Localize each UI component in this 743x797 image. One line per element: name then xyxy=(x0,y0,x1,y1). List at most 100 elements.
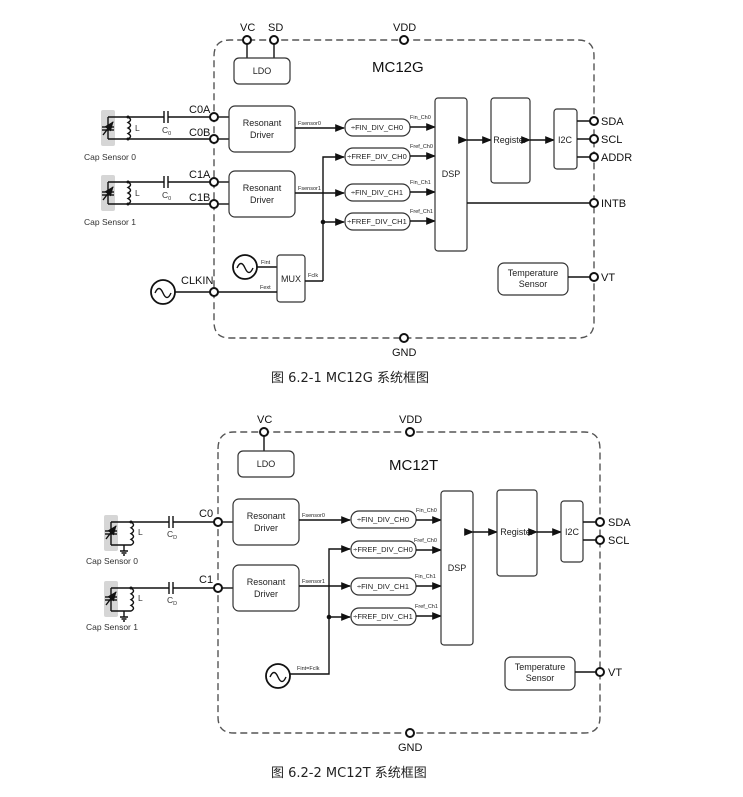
pin-label-addr: ADDR xyxy=(601,152,632,164)
svg-text:Fin_Ch1: Fin_Ch1 xyxy=(415,574,436,580)
pin-clkin xyxy=(209,287,219,297)
svg-text:÷FREF_DIV_CH0: ÷FREF_DIV_CH0 xyxy=(353,545,413,554)
sensor-label: Cap Sensor 0 xyxy=(84,152,136,162)
svg-text:Resonant: Resonant xyxy=(247,511,286,521)
svg-text:÷FIN_DIV_CH1: ÷FIN_DIV_CH1 xyxy=(357,582,409,591)
svg-text:Sensor: Sensor xyxy=(519,279,548,289)
sensor-label: Cap Sensor 0 xyxy=(86,556,138,566)
pin-label-c0b: C0B xyxy=(189,127,210,139)
pin-label-c1a: C1A xyxy=(189,169,211,181)
pin-label-scl: SCL xyxy=(608,535,629,547)
pin-intb xyxy=(589,198,599,208)
pin-sda xyxy=(595,517,605,527)
chip-boundary xyxy=(217,431,601,734)
pin-label-sda: SDA xyxy=(608,517,631,529)
divider-blocks: ÷FIN_DIV_CH0 ÷FREF_DIV_CH0 ÷FIN_DIV_CH1 … xyxy=(350,510,417,626)
svg-text:Driver: Driver xyxy=(250,130,274,140)
pin-gnd xyxy=(399,333,409,343)
svg-text:Register: Register xyxy=(500,527,534,537)
ground-icon xyxy=(120,545,128,556)
svg-text:DSP: DSP xyxy=(448,563,467,573)
pin-label-vt: VT xyxy=(608,667,622,679)
svg-text:CD: CD xyxy=(167,595,177,607)
inductor-icon xyxy=(126,181,132,205)
svg-text:Sensor: Sensor xyxy=(526,673,555,683)
svg-text:Register: Register xyxy=(493,135,527,145)
pin-scl xyxy=(589,134,599,144)
svg-text:Driver: Driver xyxy=(250,195,274,205)
svg-text:÷FIN_DIV_CH0: ÷FIN_DIV_CH0 xyxy=(357,515,409,524)
pin-label-c1: C1 xyxy=(199,574,213,586)
pin-label-vdd: VDD xyxy=(399,414,422,426)
svg-text:Fref_Ch0: Fref_Ch0 xyxy=(414,538,437,544)
svg-text:Driver: Driver xyxy=(254,523,278,533)
resonant-driver-1 xyxy=(228,170,296,218)
sensor-label: Cap Sensor 1 xyxy=(84,217,136,227)
external-oscillator xyxy=(150,279,176,305)
svg-text:MUX: MUX xyxy=(281,274,301,284)
i2c-block xyxy=(560,500,584,563)
svg-text:Fext: Fext xyxy=(260,285,271,291)
svg-text:L: L xyxy=(138,527,143,537)
svg-text:Temperature: Temperature xyxy=(508,268,559,278)
svg-text:Fclk: Fclk xyxy=(308,273,318,279)
svg-text:Fsensor1: Fsensor1 xyxy=(298,186,321,192)
pin-label-gnd: GND xyxy=(398,742,423,754)
pin-label-vt: VT xyxy=(601,272,615,284)
temperature-sensor-block xyxy=(497,262,569,296)
cap-sensor-1: L C0 Cap Sensor 1 xyxy=(84,175,214,227)
pin-c1a xyxy=(209,177,219,187)
temperature-sensor-block xyxy=(504,656,576,691)
pin-c0 xyxy=(213,517,223,527)
pin-label-sda: SDA xyxy=(601,116,624,128)
cap-sensor-0: L C0 Cap Sensor 0 xyxy=(84,110,214,162)
cap-sensor-1: L CD Cap Sensor 1 xyxy=(86,581,218,632)
svg-text:I2C: I2C xyxy=(565,527,580,537)
svg-text:C0: C0 xyxy=(162,190,171,202)
ldo-block xyxy=(233,57,291,85)
figure-caption: 图 6.2-1 MC12G 系统框图 xyxy=(271,371,429,386)
svg-text:Resonant: Resonant xyxy=(243,118,282,128)
svg-text:L: L xyxy=(135,188,140,198)
svg-text:Fsensor0: Fsensor0 xyxy=(302,513,325,519)
pin-label-clkin: CLKIN xyxy=(181,275,213,287)
svg-text:LDO: LDO xyxy=(257,459,276,469)
svg-text:DSP: DSP xyxy=(442,169,461,179)
svg-text:Fin_Ch0: Fin_Ch0 xyxy=(410,115,431,121)
svg-text:Fref_Ch1: Fref_Ch1 xyxy=(415,604,438,610)
divider-blocks: ÷FIN_DIV_CH0 ÷FREF_DIV_CH0 ÷FIN_DIV_CH1 … xyxy=(344,118,411,231)
pin-label-vdd: VDD xyxy=(393,22,416,34)
internal-oscillator xyxy=(232,254,258,280)
resonant-driver-0 xyxy=(228,105,296,153)
figure-caption: 图 6.2-2 MC12T 系统框图 xyxy=(271,766,427,781)
svg-text:÷FREF_DIV_CH0: ÷FREF_DIV_CH0 xyxy=(347,152,407,161)
svg-text:Resonant: Resonant xyxy=(247,577,286,587)
pin-label-sd: SD xyxy=(268,22,283,34)
svg-text:Fint=Fclk: Fint=Fclk xyxy=(297,666,320,672)
svg-text:Fref_Ch1: Fref_Ch1 xyxy=(410,209,433,215)
pin-vdd xyxy=(399,35,409,45)
svg-text:Fsensor1: Fsensor1 xyxy=(302,579,325,585)
svg-text:÷FIN_DIV_CH1: ÷FIN_DIV_CH1 xyxy=(351,188,403,197)
svg-text:Fint: Fint xyxy=(261,260,271,266)
pin-sd xyxy=(269,35,279,45)
pin-label-gnd: GND xyxy=(392,347,417,359)
inductor-icon xyxy=(129,521,135,546)
pin-vc xyxy=(242,35,252,45)
cap-sensor-0: L CD Cap Sensor 0 xyxy=(86,515,218,566)
svg-text:Temperature: Temperature xyxy=(515,662,566,672)
svg-text:CD: CD xyxy=(167,529,177,541)
figure-mc12g: MC12G VC SD VDD LDO L C0 Cap xyxy=(84,22,632,386)
svg-text:Fin_Ch0: Fin_Ch0 xyxy=(416,508,437,514)
pin-addr xyxy=(589,152,599,162)
chip-boundary xyxy=(213,39,595,339)
svg-text:÷FREF_DIV_CH1: ÷FREF_DIV_CH1 xyxy=(347,217,407,226)
sensor-label: Cap Sensor 1 xyxy=(86,622,138,632)
inductor-icon xyxy=(129,587,135,612)
svg-text:÷FIN_DIV_CH0: ÷FIN_DIV_CH0 xyxy=(351,123,403,132)
pin-label-vc: VC xyxy=(257,414,272,426)
pin-vc xyxy=(259,427,269,437)
pin-label-intb: INTB xyxy=(601,198,626,210)
ldo-block xyxy=(237,450,295,478)
